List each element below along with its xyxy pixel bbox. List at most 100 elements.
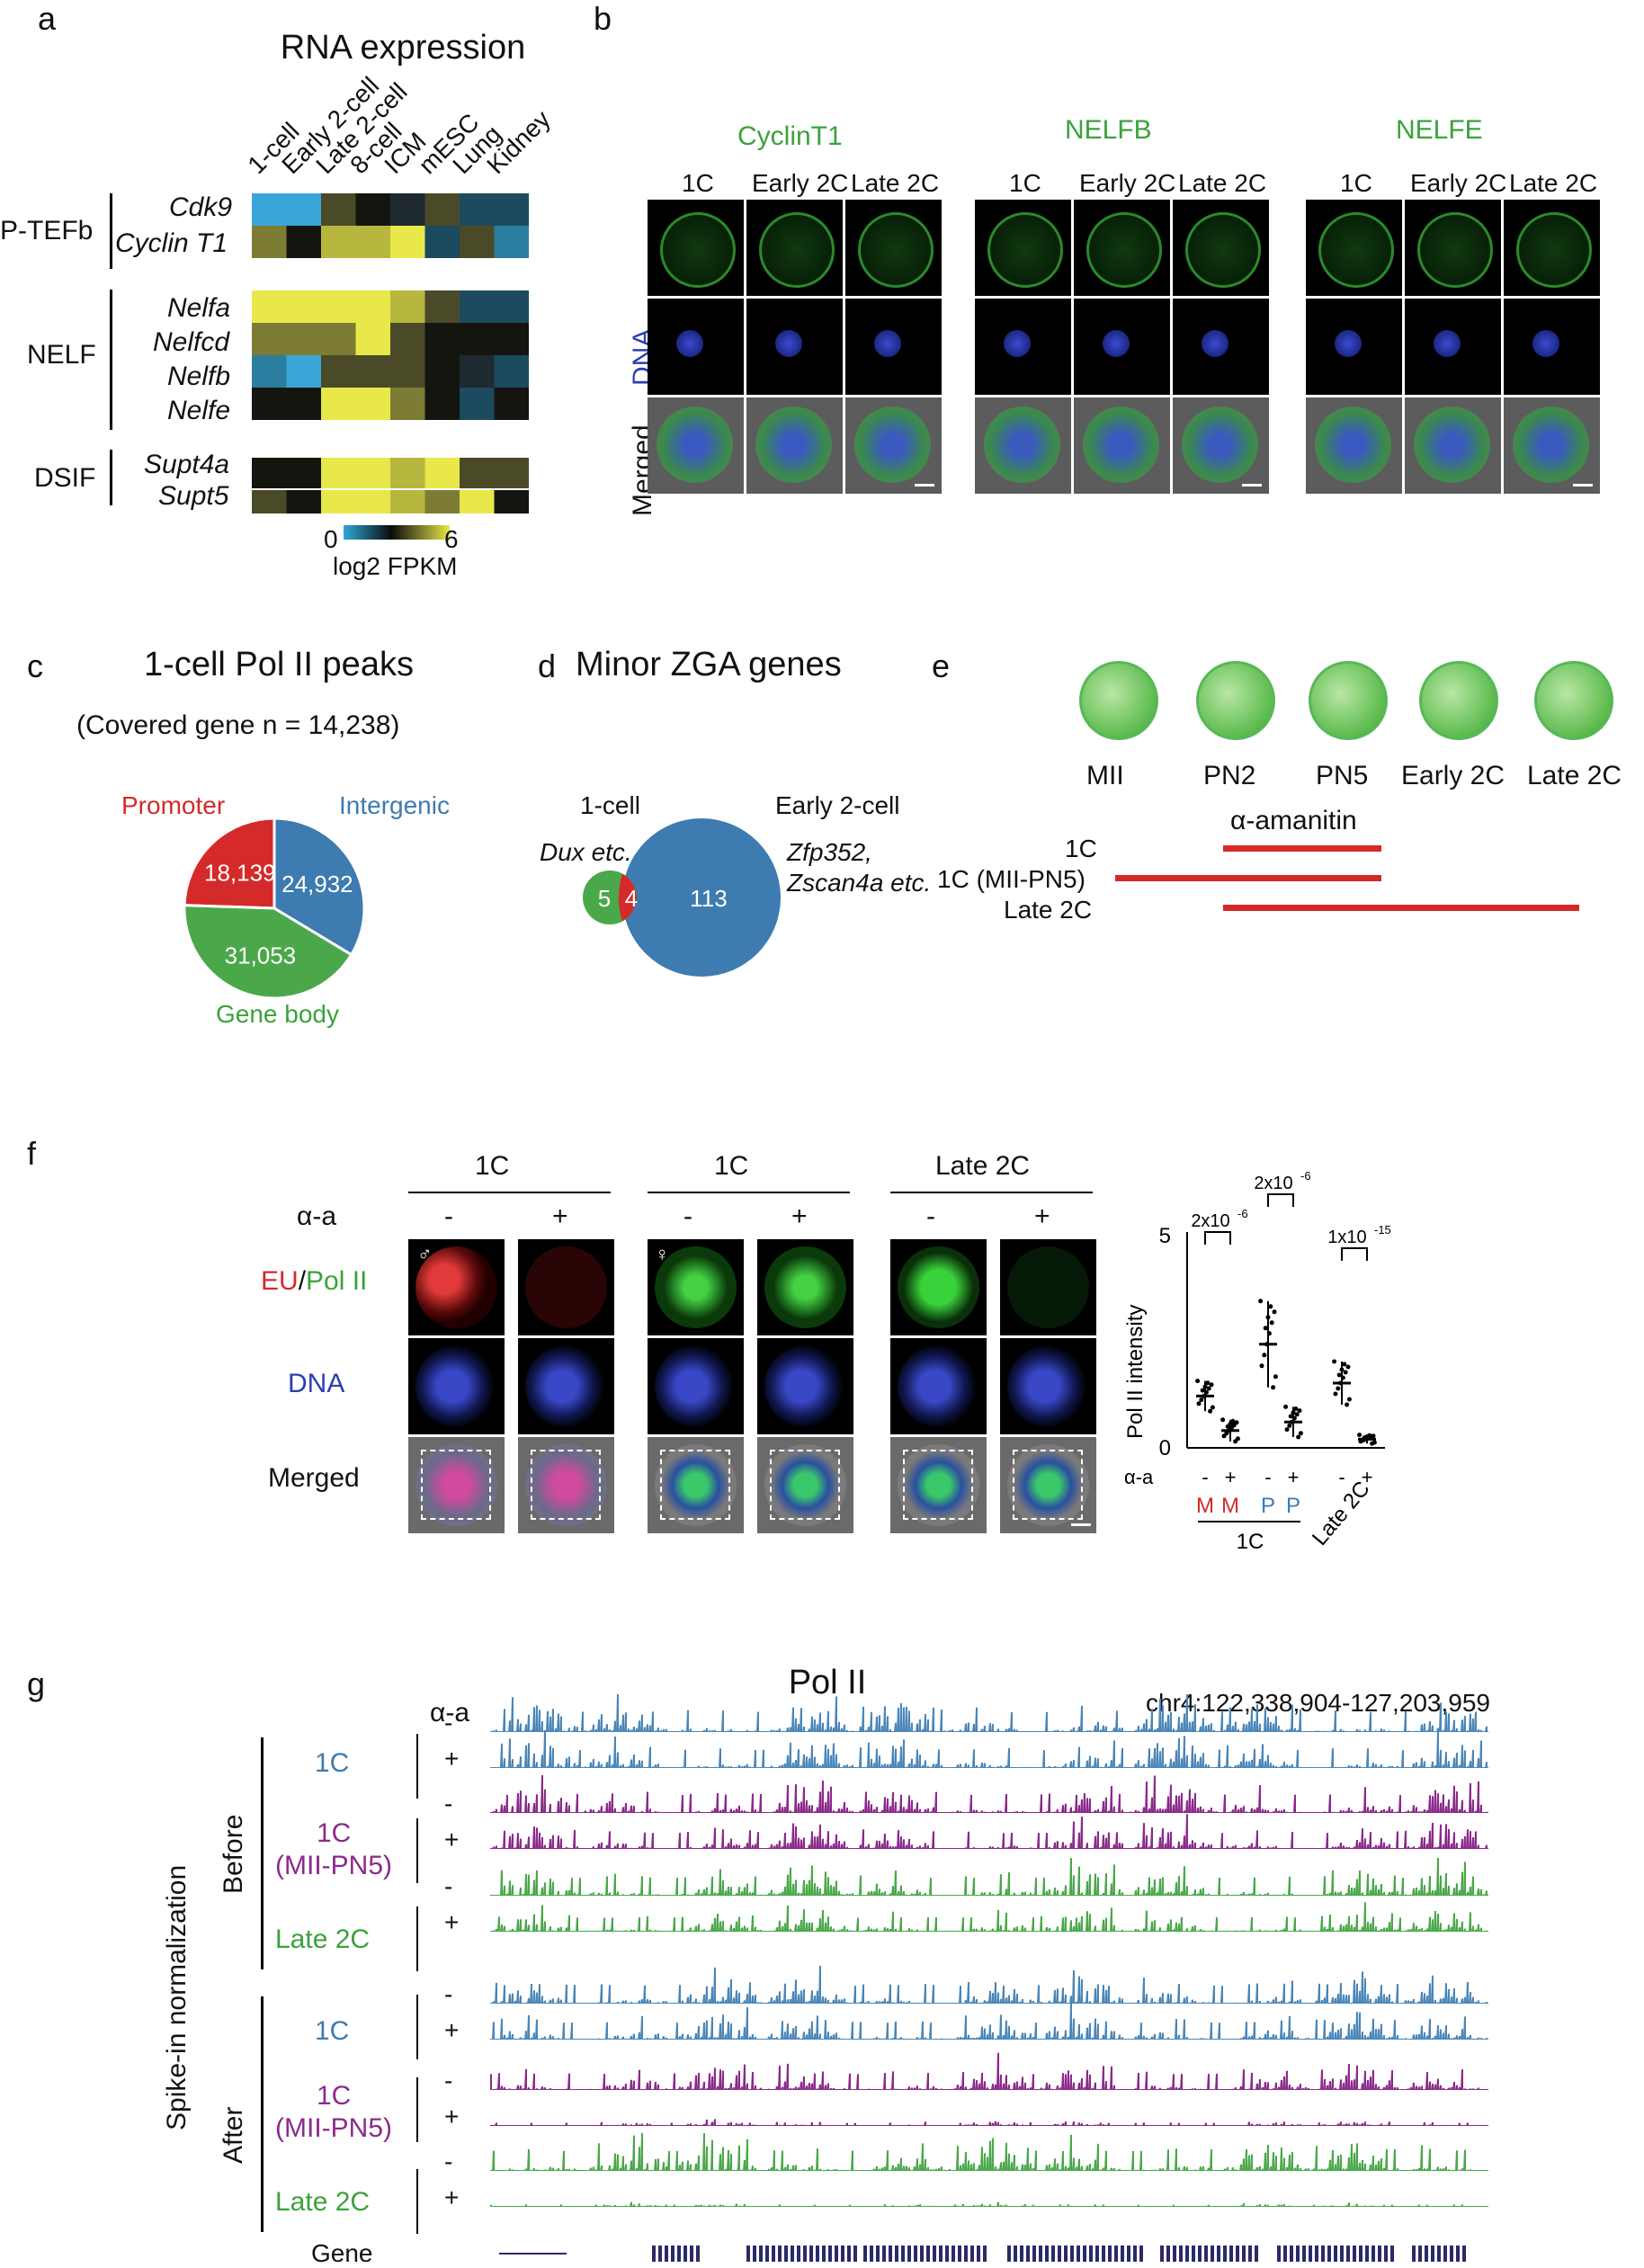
oocyte-shape [987, 212, 1063, 288]
exon [1204, 2246, 1208, 2262]
exon [1039, 2246, 1042, 2262]
exon [690, 2246, 693, 2262]
exon [1359, 2246, 1363, 2262]
micrograph-image [746, 299, 843, 395]
heatmap-cell [286, 490, 321, 513]
heatmap-cell [424, 490, 460, 513]
treatment-label: 1C [1065, 835, 1097, 862]
micrograph-image [1074, 200, 1170, 296]
zoom-box [770, 1450, 840, 1520]
exon [809, 2246, 813, 2262]
pair-bracket [416, 2077, 418, 2142]
protein-label: CyclinT1 [737, 121, 843, 151]
exon [1456, 2246, 1460, 2262]
exon [784, 2246, 788, 2262]
heatmap-cell [355, 458, 390, 488]
sample-label: Late 2C [275, 1924, 371, 1954]
stage-label: PN5 [1316, 761, 1369, 790]
pair-bracket [416, 2169, 418, 2234]
micrograph-image [1504, 299, 1600, 395]
coverage-signal [490, 2002, 1488, 2040]
male-symbol: ♂ [417, 1243, 433, 1265]
exon [1160, 2246, 1164, 2262]
exon [684, 2246, 687, 2262]
heatmap-cell [424, 290, 460, 323]
pair-bracket [416, 1734, 418, 1799]
p-value: 2x10 [1191, 1211, 1229, 1231]
heatmap-cell [424, 388, 460, 420]
coverage-signal [490, 1858, 1488, 1896]
panel-d-label: d [538, 647, 557, 684]
sign-label: - [1338, 1466, 1345, 1488]
heatmap-cell [494, 290, 529, 323]
nucleus-shape [1335, 330, 1362, 357]
heatmap-cell [390, 226, 425, 258]
gene-label: Supt4a [144, 450, 230, 479]
exon [895, 2246, 898, 2262]
coverage-signal [490, 1966, 1488, 2004]
coverage-track [490, 1775, 1488, 1813]
plus-label: + [552, 1201, 568, 1231]
micrograph-image [1306, 397, 1402, 494]
data-point [1195, 1379, 1201, 1384]
oocyte-shape [1185, 212, 1261, 288]
sign-label: - [444, 2147, 453, 2175]
merged-shape [1182, 406, 1258, 483]
embryo-icon [1196, 661, 1275, 740]
heatmap-cell [460, 226, 495, 258]
data-point [1205, 1380, 1211, 1386]
gene-track [499, 2246, 1466, 2262]
group-bracket [110, 290, 112, 430]
cell-shape [655, 1345, 737, 1427]
cell-shape [764, 1345, 846, 1427]
heatmap-cell [286, 290, 321, 323]
exon [1192, 2246, 1195, 2262]
coverage-track [490, 2133, 1488, 2171]
heatmap-cell [355, 323, 390, 355]
p-value: 2x10 [1254, 1174, 1292, 1193]
data-point [1336, 1386, 1341, 1391]
micrograph-image [845, 200, 942, 296]
data-point [1210, 1405, 1215, 1410]
exon [1020, 2246, 1023, 2262]
nucleus-shape [1004, 330, 1031, 357]
p-value-exponent: -6 [1300, 1169, 1311, 1183]
exon [772, 2246, 775, 2262]
stage-label: Early 2C [752, 169, 849, 197]
panel-c-title: 1-cell Pol II peaks [144, 646, 414, 683]
exon [1127, 2246, 1130, 2262]
exon [1211, 2246, 1214, 2262]
data-point [1259, 1363, 1264, 1369]
heatmap-cell [424, 226, 460, 258]
merged-shape [854, 406, 931, 483]
micrograph-image [975, 200, 1071, 296]
micrograph-image [757, 1239, 853, 1335]
heatmap-cell [321, 323, 356, 355]
group-label-dsif: DSIF [34, 463, 96, 493]
treatment-label: Late 2C [1004, 896, 1093, 924]
dna-label: DNA [288, 1369, 345, 1398]
heatmap-cell [286, 193, 321, 226]
heatmap-cell [390, 290, 425, 323]
f-group-underline [648, 1192, 850, 1193]
f-group-underline [890, 1192, 1093, 1193]
gene-label: Nelfe [167, 396, 231, 425]
data-point [1258, 1299, 1264, 1304]
exon [1248, 2246, 1252, 2262]
micrograph-image [1000, 1437, 1096, 1533]
gene-label: Cyclin T1 [115, 228, 228, 258]
plus-label: + [1034, 1201, 1050, 1231]
nucleus-shape [1202, 330, 1229, 357]
micrograph-image [518, 1239, 614, 1335]
heatmap-cell [321, 458, 356, 488]
p-value: 1x10 [1327, 1228, 1366, 1247]
sig-bracket [1267, 1193, 1294, 1207]
oocyte-shape [759, 212, 835, 288]
exon [835, 2246, 838, 2262]
sign-label: + [444, 2103, 460, 2130]
cell-shape [415, 1246, 497, 1328]
data-point [1262, 1353, 1267, 1358]
exon [1390, 2246, 1394, 2262]
pie-value: 31,053 [225, 942, 297, 969]
micrograph-image [845, 397, 942, 494]
